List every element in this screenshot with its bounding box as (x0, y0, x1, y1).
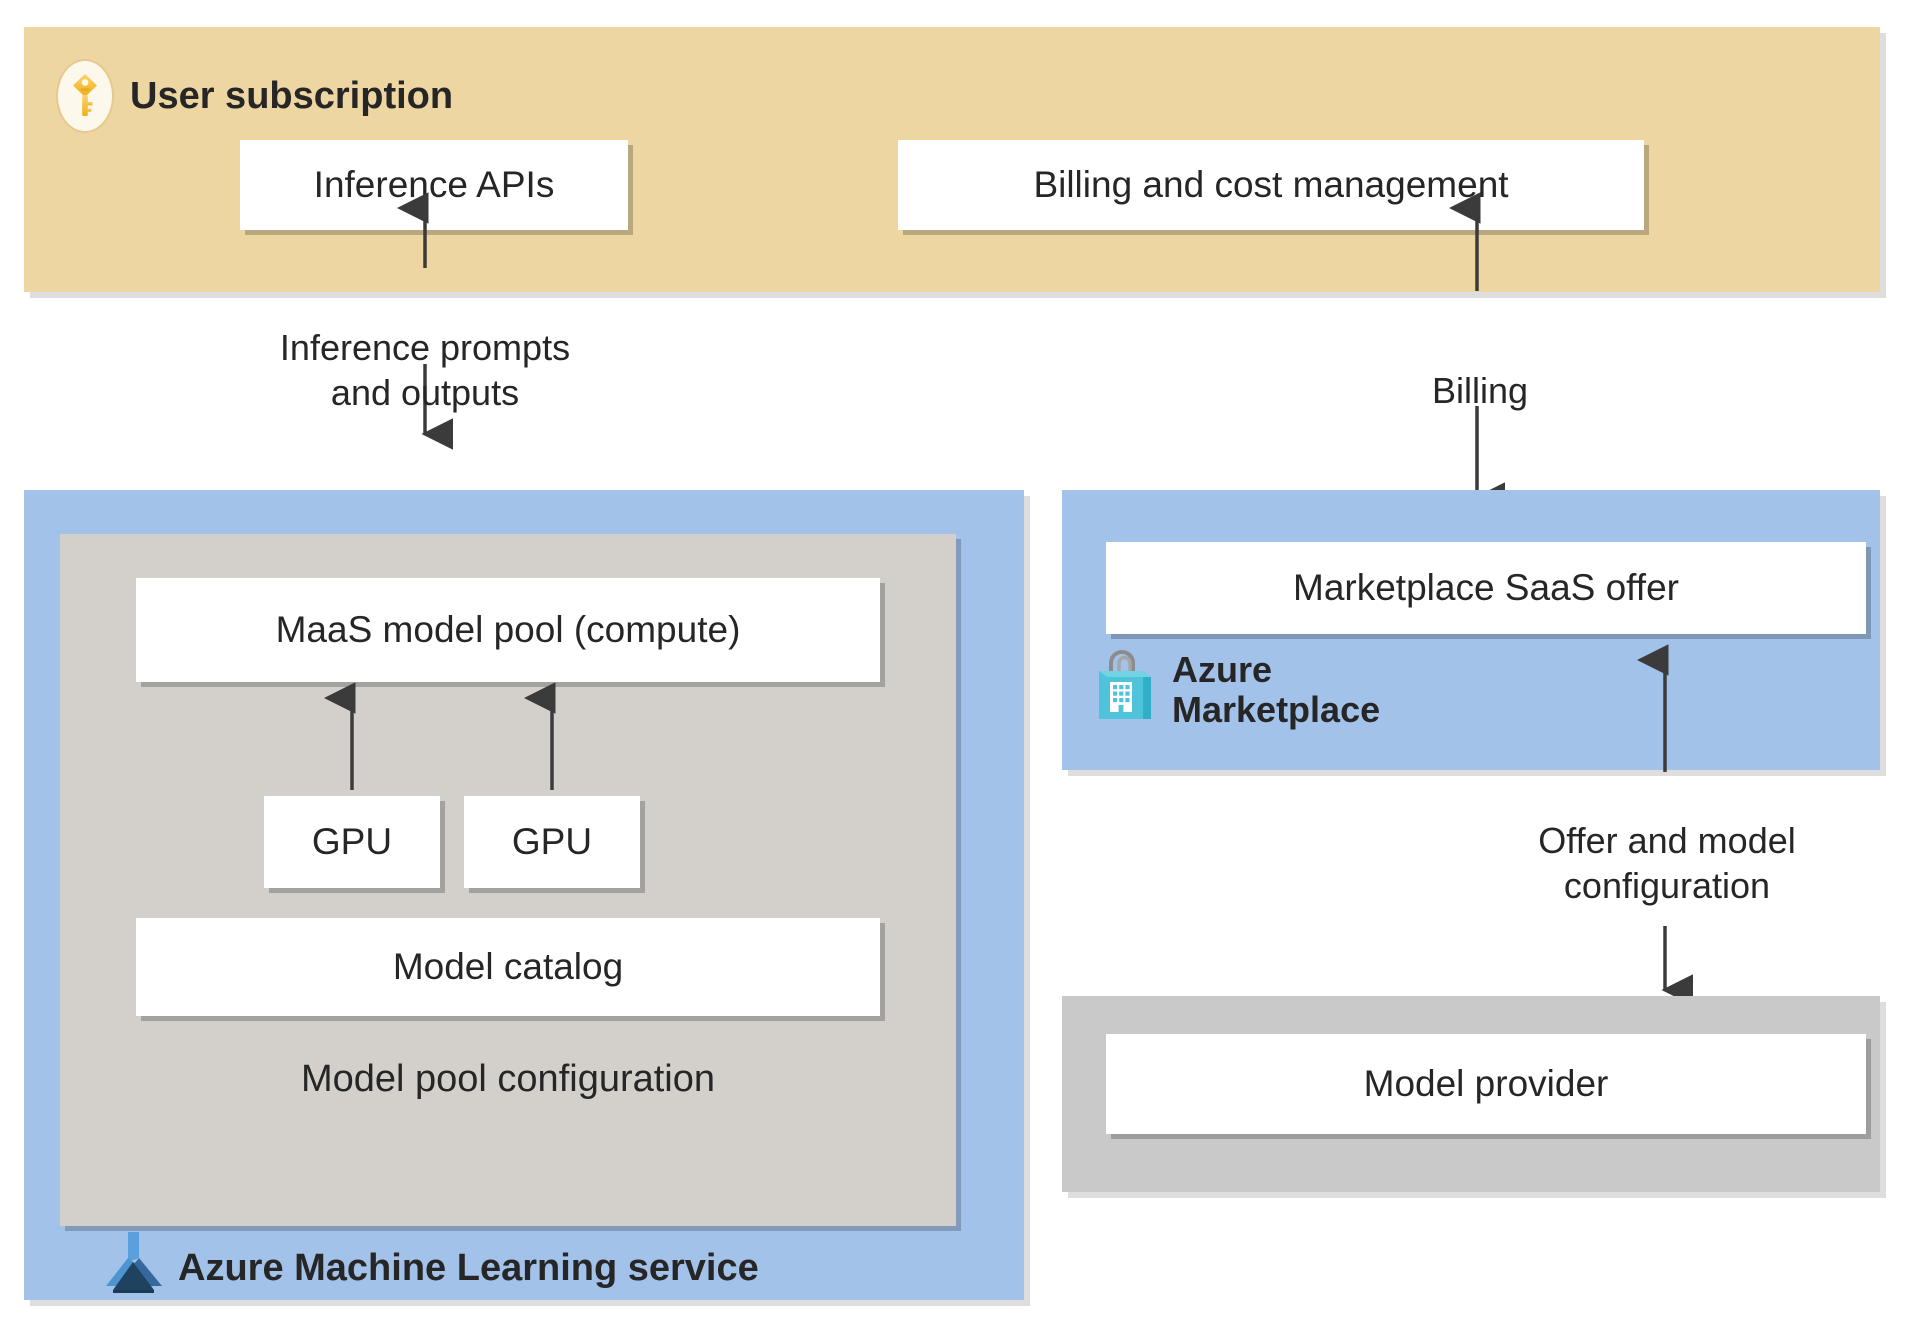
azure-machine-learning-icon (106, 1232, 162, 1304)
arrow-offer-config-up (1637, 644, 1669, 772)
node-maas-model-pool-label: MaaS model pool (compute) (275, 608, 741, 650)
node-inference-apis-label: Inference APIs (313, 163, 555, 205)
azure-machine-learning-title-row: Azure Machine Learning service (106, 1232, 759, 1304)
edge-label-billing: Billing (1431, 370, 1529, 411)
arrow-inference-prompts-and-outputs (397, 192, 429, 268)
azure-marketplace-region: Marketplace SaaS offer (1062, 490, 1880, 770)
node-model-catalog[interactable]: Model catalog (136, 918, 880, 1016)
node-gpu-2-label: GPU (511, 820, 593, 862)
node-billing-cost-management-label: Billing and cost management (1033, 163, 1509, 205)
user-subscription-title: User subscription (130, 74, 454, 117)
node-inference-apis[interactable]: Inference APIs (240, 140, 628, 230)
node-gpu-1[interactable]: GPU (264, 796, 440, 888)
node-model-provider[interactable]: Model provider (1106, 1034, 1866, 1134)
node-model-catalog-label: Model catalog (392, 945, 624, 987)
node-maas-model-pool[interactable]: MaaS model pool (compute) (136, 578, 880, 682)
arrow-inference-prompts-to-pool (421, 364, 453, 450)
model-pool-configuration-panel: MaaS model pool (compute) GPU GPU Model … (60, 534, 956, 1226)
user-subscription-region: User subscription Inference APIs Billing… (24, 27, 1880, 292)
node-billing-cost-management[interactable]: Billing and cost management (898, 140, 1644, 230)
node-model-provider-label: Model provider (1363, 1062, 1609, 1104)
node-gpu-2[interactable]: GPU (464, 796, 640, 888)
edge-label-offer-and-model-configuration: Offer and model configuration (1538, 820, 1796, 906)
azure-marketplace-title-row: Azure Marketplace (1094, 649, 1381, 731)
node-marketplace-saas-offer-label: Marketplace SaaS offer (1293, 566, 1679, 608)
arrow-gpu-2-to-pool (524, 682, 556, 790)
arrow-billing-down (1473, 406, 1505, 514)
azure-marketplace-icon (1094, 650, 1156, 730)
node-gpu-1-label: GPU (311, 820, 393, 862)
arrow-gpu-1-to-pool (324, 682, 356, 790)
edge-label-inference-prompts-and-outputs: Inference prompts and outputs (279, 327, 571, 413)
arrow-offer-config-down (1661, 926, 1693, 1006)
node-marketplace-saas-offer[interactable]: Marketplace SaaS offer (1106, 542, 1866, 634)
user-subscription-title-row: User subscription (56, 59, 453, 133)
azure-machine-learning-region: MaaS model pool (compute) GPU GPU Model … (24, 490, 1024, 1300)
model-pool-configuration-caption: Model pool configuration (300, 1058, 716, 1100)
model-provider-panel: Model provider (1062, 996, 1880, 1192)
arrow-billing-up (1449, 192, 1481, 291)
key-icon (56, 59, 114, 133)
azure-machine-learning-title: Azure Machine Learning service (178, 1246, 759, 1289)
azure-marketplace-title: Azure Marketplace (1172, 649, 1381, 731)
